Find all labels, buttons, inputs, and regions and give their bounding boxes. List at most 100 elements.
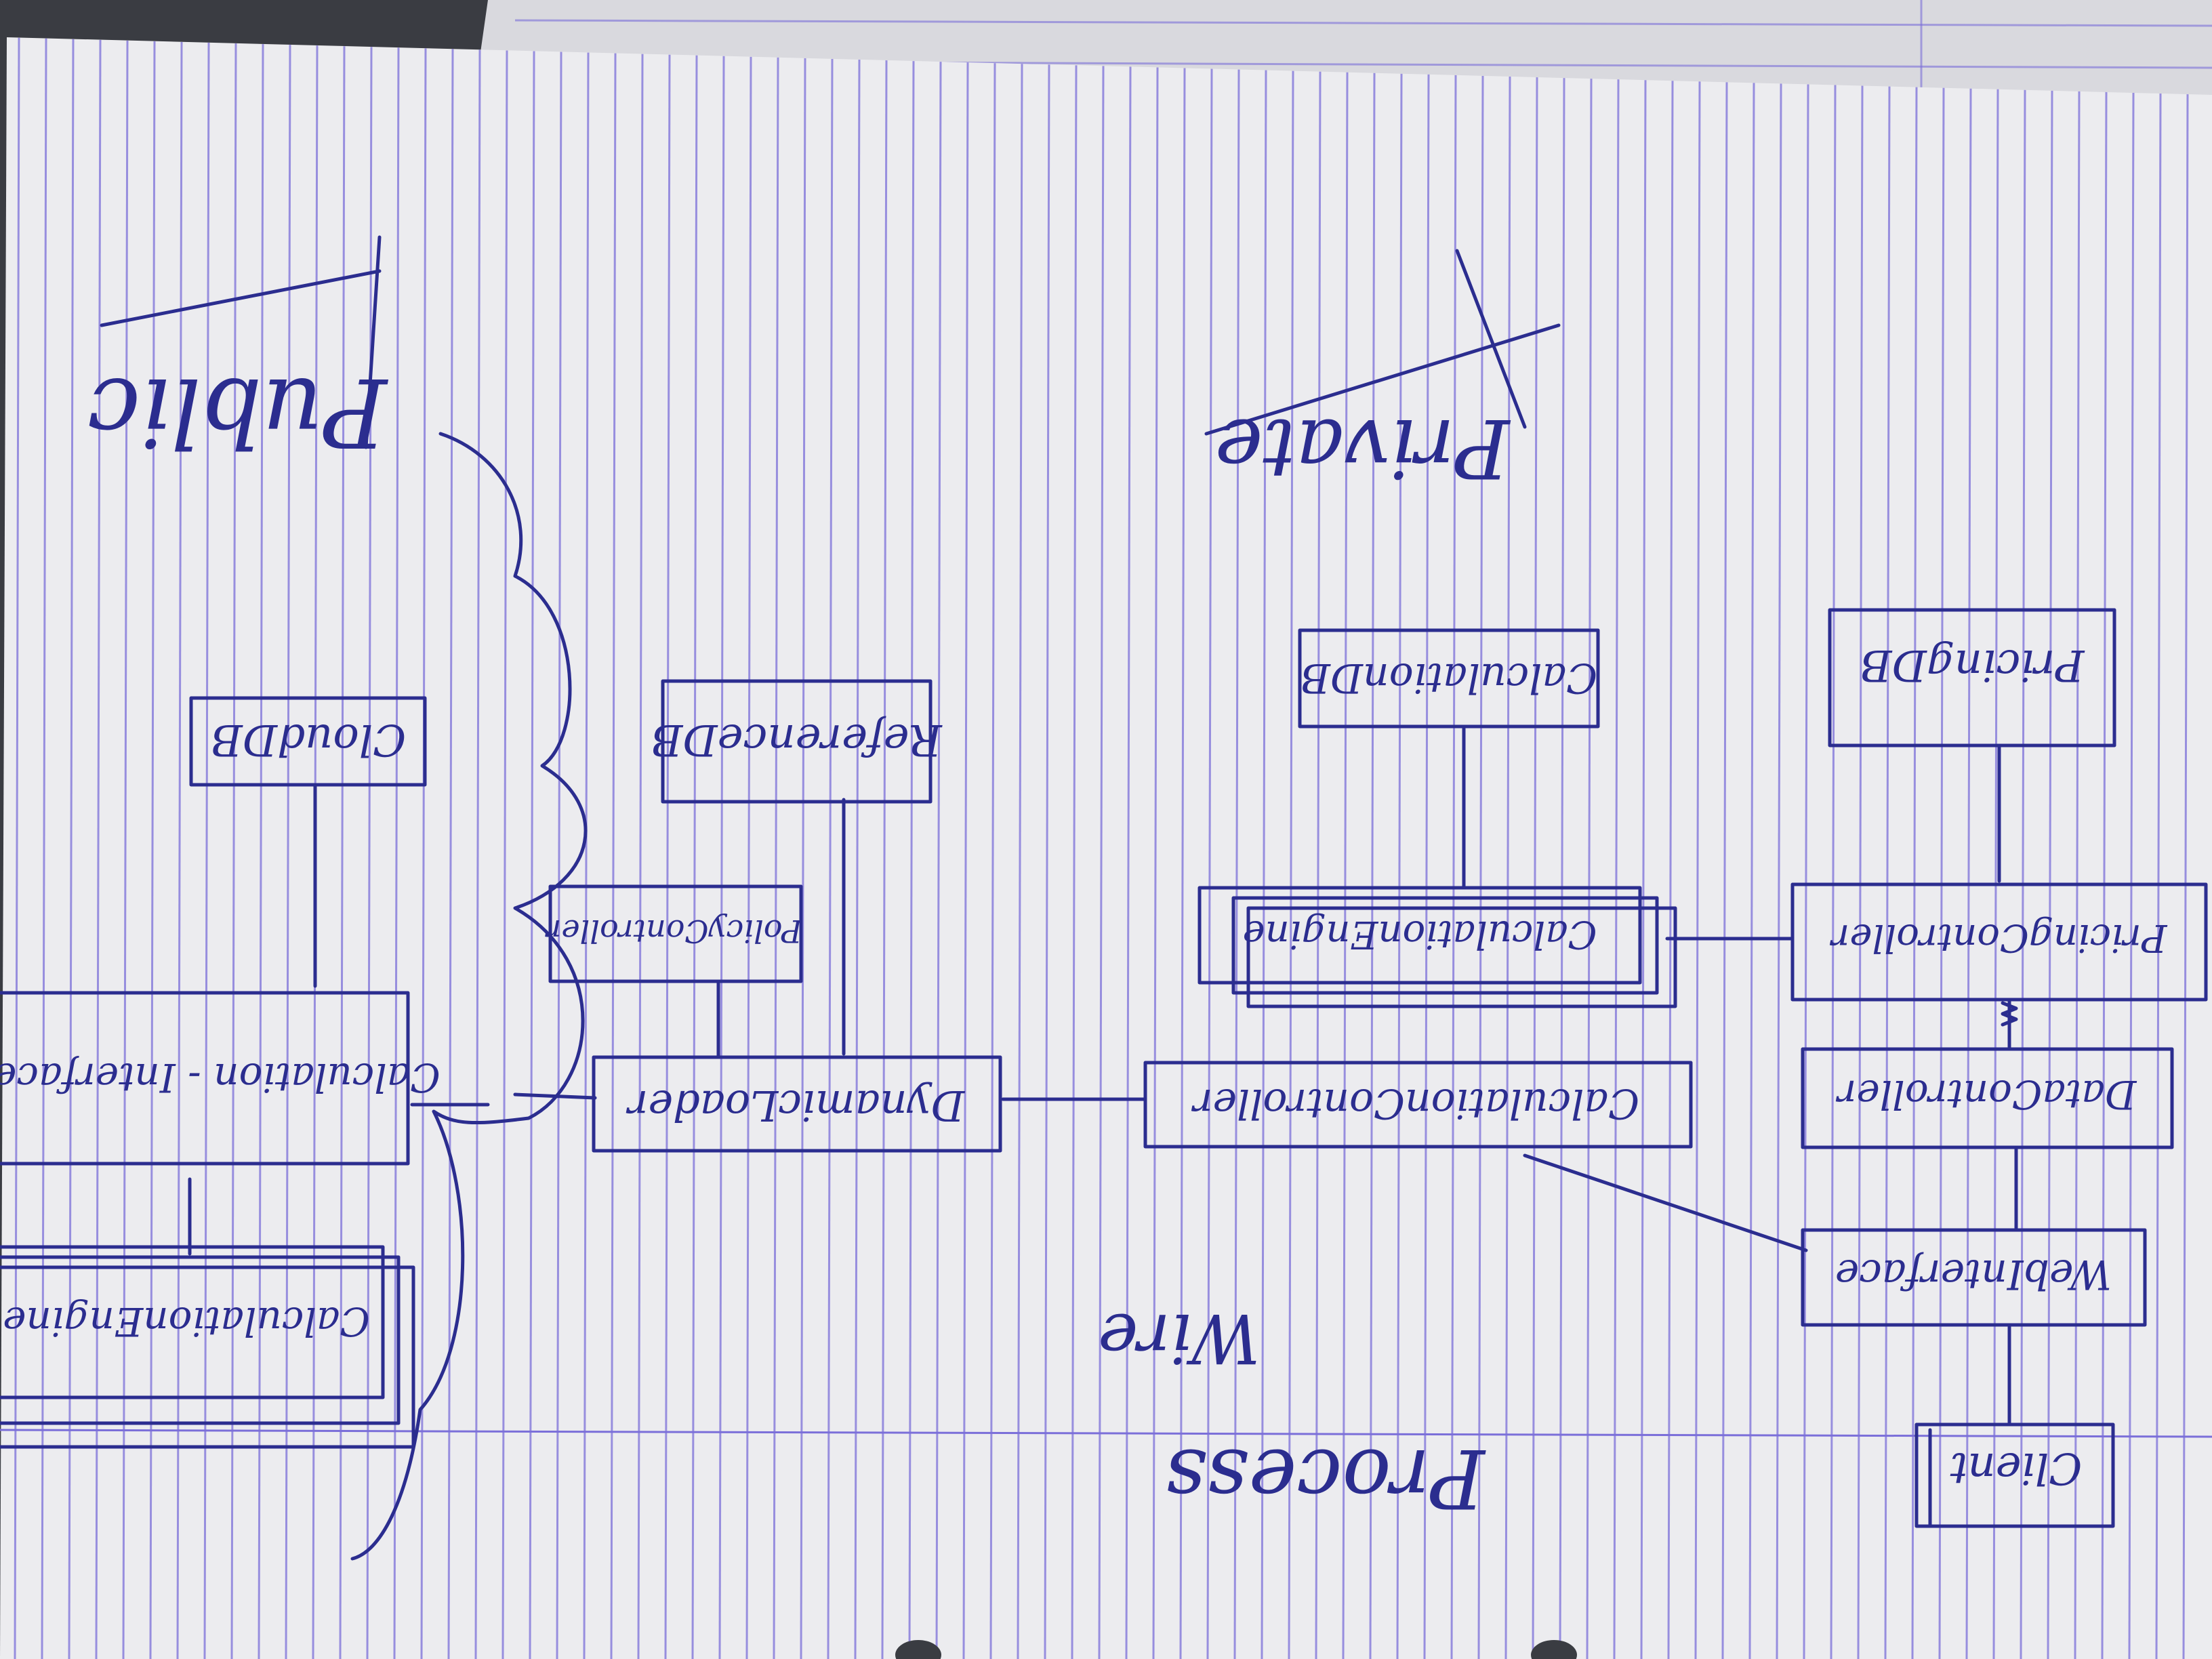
ruled-line: [366, 47, 373, 1659]
label-reference-db: ReferenceDB: [651, 714, 942, 764]
client-box: [1914, 1422, 2115, 1528]
calculation-interface-box: [0, 991, 410, 1166]
ruled-line: [827, 58, 834, 1659]
ruled-line: [1179, 68, 1186, 1659]
ruled-line: [393, 47, 400, 1659]
ruled-line: [339, 46, 346, 1659]
label-process: Process: [1165, 1431, 1486, 1525]
calculation-controller-box: [1143, 1061, 1693, 1149]
ruled-line: [773, 57, 779, 1659]
ruled-line: [854, 60, 861, 1659]
calculation-engine-private-box-mid: [1231, 896, 1659, 995]
label-pricing-db: PricingDB: [1860, 640, 2085, 690]
calculation-engine-private-box-back: [1246, 906, 1677, 1008]
margin-line: [0, 1429, 2212, 1438]
edge-cloud-loader: [513, 1092, 597, 1100]
ruled-line: [1532, 77, 1538, 1659]
ruled-line: [1125, 66, 1132, 1659]
ruled-line: [718, 56, 725, 1659]
calculation-engine-public-box-mid: [0, 1255, 401, 1425]
ruled-line: [41, 38, 47, 1659]
label-private: Private: [1214, 401, 1511, 495]
ruled-line: [1640, 80, 1647, 1659]
ruled-line: [1938, 87, 1945, 1659]
ruled-line: [2047, 90, 2053, 1659]
reference-db-box: [661, 679, 933, 804]
ruled-line: [1857, 85, 1864, 1659]
ruled-line: [1613, 79, 1620, 1659]
ruled-line: [95, 39, 102, 1659]
ruled-line: [1477, 75, 1484, 1659]
ruled-line: [447, 49, 454, 1659]
label-calculation-interface: Calculation - Interface: [0, 1054, 441, 1101]
ruled-line: [2155, 94, 2162, 1659]
punch-hole-right: [1531, 1640, 1577, 1659]
ruled-line: [1748, 83, 1755, 1659]
ruled-line: [1694, 81, 1701, 1659]
ruled-line: [691, 55, 698, 1659]
ruled-line: [1342, 72, 1349, 1659]
ruled-line: [68, 39, 75, 1659]
ruled-line: [1884, 86, 1891, 1659]
ruled-line: [800, 58, 806, 1659]
cloud-db-box: [189, 696, 427, 787]
label-cloud-db: CloudDB: [211, 714, 407, 764]
ruled-line: [501, 50, 508, 1659]
label-calculation-db: CalculationDB: [1300, 654, 1597, 701]
ruled-line: [1911, 87, 1918, 1659]
ruled-line: [1152, 67, 1159, 1659]
ruled-line: [908, 61, 915, 1659]
calculation-engine-private-box: [1197, 886, 1642, 985]
ruled-line: [1803, 84, 1809, 1659]
punch-hole-left: [895, 1640, 941, 1659]
label-calculation-engine-public: CalculationEngine: [3, 1298, 370, 1345]
ruled-line: [962, 62, 969, 1659]
ruled-line: [2128, 92, 2135, 1659]
ruled-line: [881, 60, 888, 1659]
data-controller-box: [1801, 1047, 2174, 1149]
ruled-line: [664, 54, 671, 1659]
ruled-line: [529, 51, 535, 1659]
ruled-line: [1721, 82, 1728, 1659]
ruled-line: [583, 52, 590, 1659]
ruled-line: [745, 56, 752, 1659]
ruled-line: [1288, 70, 1294, 1659]
web-interface-box: [1801, 1228, 2147, 1327]
ruled-line: [285, 45, 291, 1659]
ruled-line: [556, 52, 562, 1659]
ruled-line: [203, 43, 210, 1659]
pricing-controller-box: [1790, 882, 2208, 1002]
ruled-line: [1206, 68, 1213, 1659]
private-underline: [1204, 323, 1561, 436]
calculation-engine-public-box-back: [0, 1265, 415, 1449]
ruled-line: [2182, 94, 2189, 1659]
ruled-line: [2020, 89, 2026, 1659]
label-calculation-controller: CalculationController: [1191, 1080, 1640, 1127]
ruled-line: [1776, 83, 1782, 1659]
ruled-line: [1586, 79, 1593, 1659]
ruled-lines: [14, 37, 2189, 1659]
policy-controller-box: [548, 884, 803, 983]
ruled-line: [1667, 81, 1674, 1659]
ruled-line: [1261, 70, 1267, 1659]
label-client: Client: [1950, 1443, 2082, 1493]
calculation-db-box: [1298, 628, 1600, 729]
pricing-db-box: [1828, 608, 2116, 747]
ruled-line: [1369, 73, 1376, 1659]
ruled-line: [637, 54, 644, 1659]
ruled-line: [1017, 64, 1023, 1659]
ruled-line: [230, 43, 237, 1659]
ruled-line: [2101, 91, 2108, 1659]
ruled-line: [989, 63, 996, 1659]
ruled-line: [1830, 85, 1837, 1659]
private-underline-tick: [1455, 249, 1527, 429]
ruled-line: [1450, 75, 1457, 1659]
ruled-line: [258, 44, 264, 1659]
ruled-line: [1423, 74, 1430, 1659]
public-underline-tick: [364, 235, 382, 449]
ruled-line: [1965, 88, 1972, 1659]
ruled-line: [1071, 65, 1078, 1659]
public-cloud-boundary: [350, 432, 588, 1561]
edge-calccontroller-webinterface: [1523, 1153, 1808, 1252]
